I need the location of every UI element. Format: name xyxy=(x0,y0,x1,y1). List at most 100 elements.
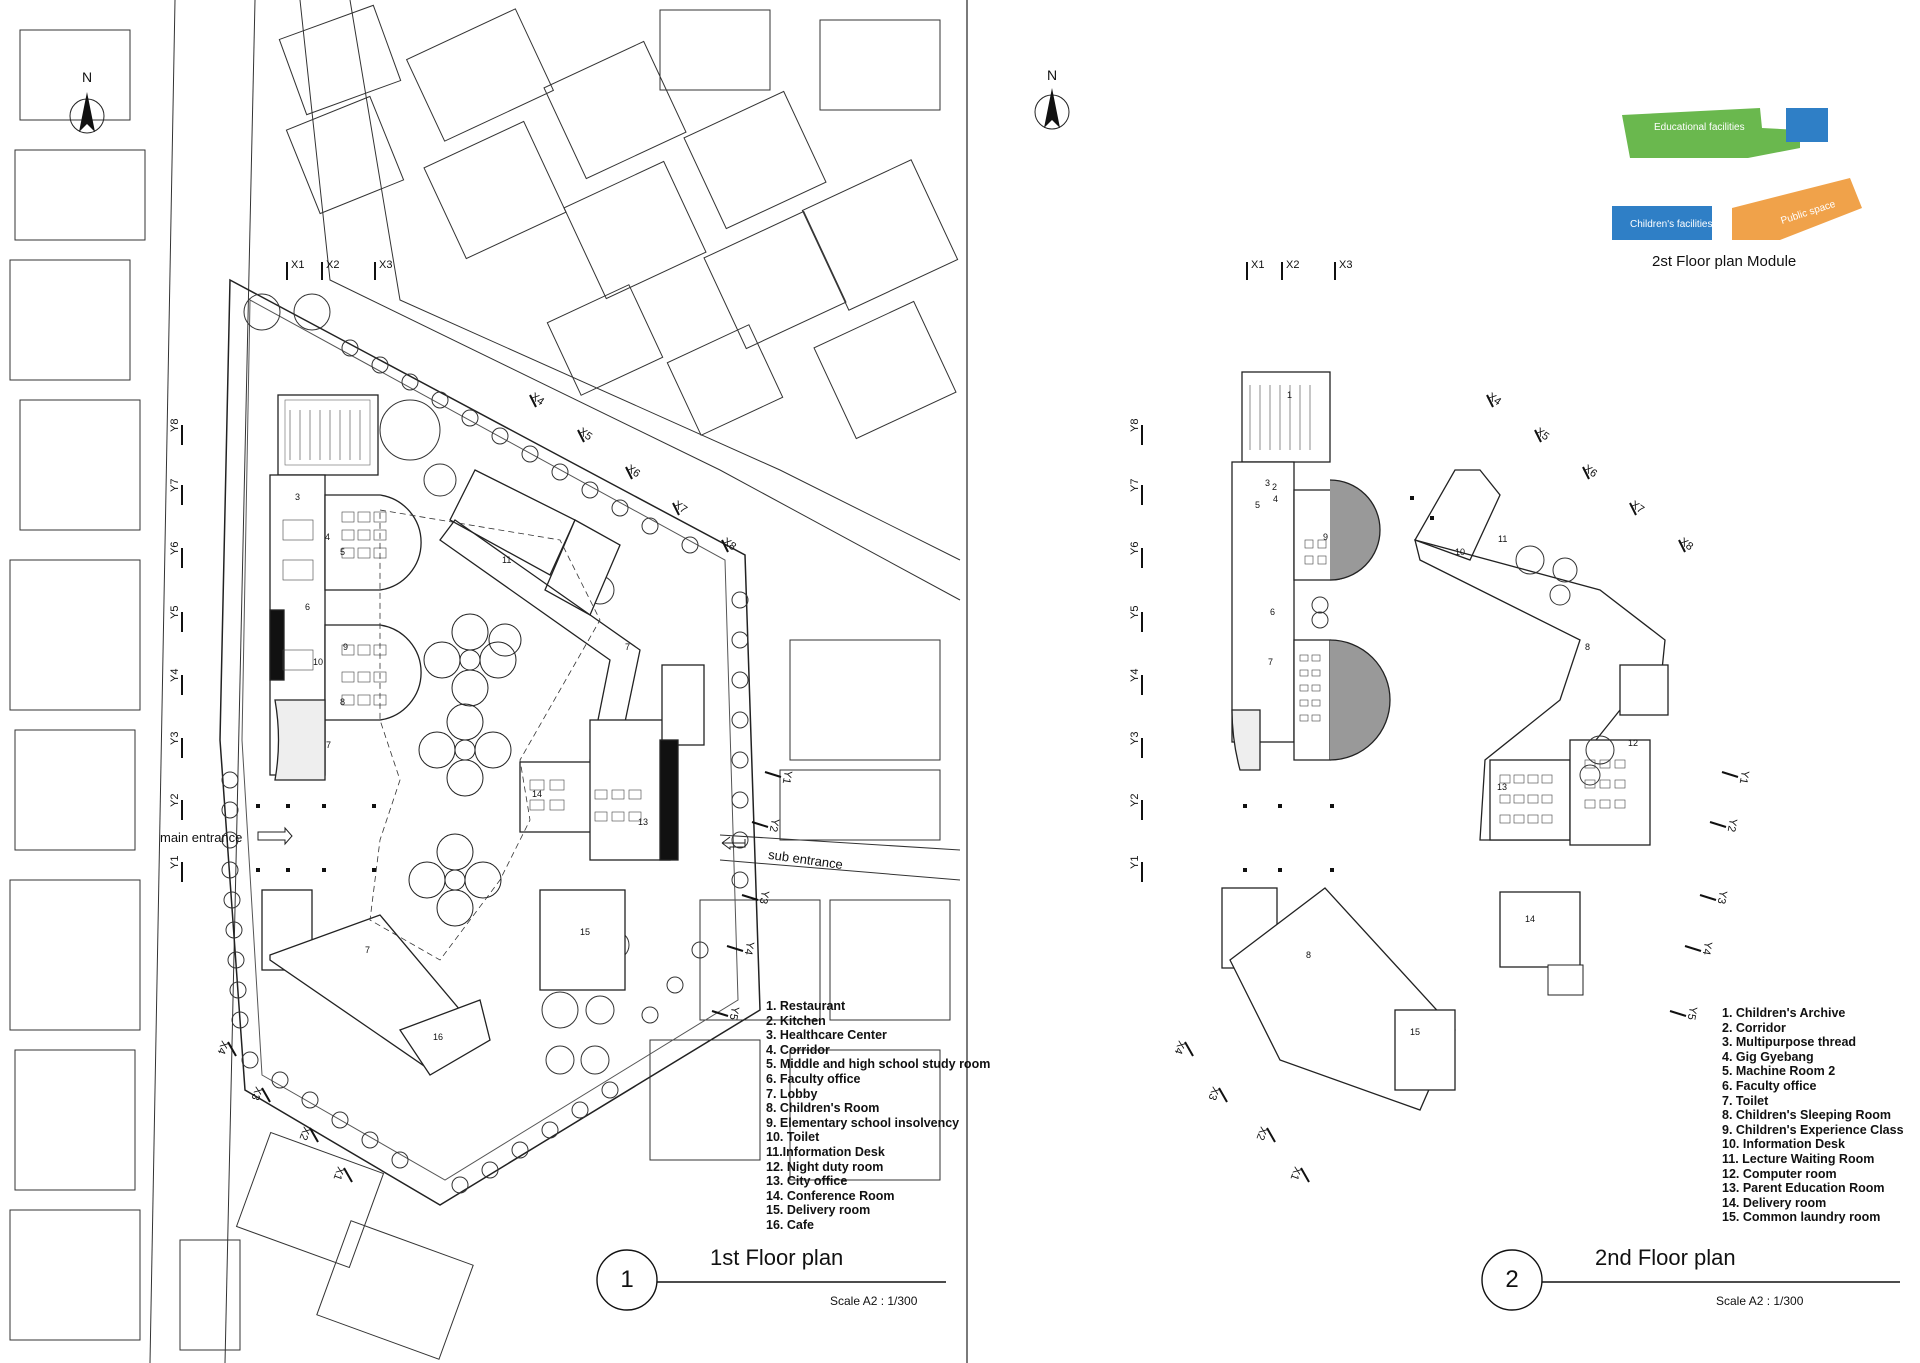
plan-number-circle-2 xyxy=(1481,1249,1543,1311)
svg-text:X1: X1 xyxy=(1251,259,1264,271)
building-delivery-1 xyxy=(539,889,626,991)
svg-text:X5: X5 xyxy=(576,426,594,444)
trees-2 xyxy=(1311,545,1615,786)
svg-text:X2: X2 xyxy=(326,259,339,271)
svg-text:X8: X8 xyxy=(1677,536,1695,554)
legend-item: 11. Lecture Waiting Room xyxy=(1722,1151,1875,1166)
svg-text:12: 12 xyxy=(1628,738,1638,748)
svg-text:Y6: Y6 xyxy=(169,542,181,555)
svg-text:1: 1 xyxy=(1287,390,1292,400)
svg-text:8: 8 xyxy=(1306,950,1311,960)
legend-item: 3. Multipurpose thread xyxy=(1722,1035,1857,1050)
svg-text:Y7: Y7 xyxy=(169,479,181,492)
north-arrow-1: N xyxy=(69,69,105,134)
svg-text:X6: X6 xyxy=(624,463,642,481)
legend-item: 6. Faculty office xyxy=(766,1071,861,1086)
north-label-1: N xyxy=(82,69,92,85)
svg-text:4: 4 xyxy=(1273,494,1278,504)
legend-item: 7. Lobby xyxy=(766,1086,818,1101)
module-title: 2st Floor plan Module xyxy=(1652,253,1797,270)
legend-item: 2. Corridor xyxy=(1722,1020,1786,1035)
legend-item: 10. Information Desk xyxy=(1722,1137,1845,1152)
svg-text:Y1: Y1 xyxy=(169,856,181,869)
legend-item: 11.Information Desk xyxy=(766,1144,885,1159)
svg-text:10: 10 xyxy=(313,657,323,667)
legend-item: 4. Corridor xyxy=(766,1042,830,1057)
column-dots-2 xyxy=(1243,496,1434,872)
svg-text:X2: X2 xyxy=(297,1125,313,1142)
svg-text:Y3: Y3 xyxy=(169,732,181,745)
legend-item: 12. Night duty room xyxy=(766,1159,884,1174)
plan-number-1: 1 xyxy=(620,1266,634,1293)
svg-text:X1: X1 xyxy=(331,1165,347,1182)
svg-text:Y4: Y4 xyxy=(742,940,756,955)
building-northeast-wing-1 xyxy=(439,469,641,771)
svg-text:X2: X2 xyxy=(1254,1125,1270,1142)
svg-text:X4: X4 xyxy=(215,1039,231,1056)
legend-item: 1. Restaurant xyxy=(766,999,846,1013)
entrance-arrows-1 xyxy=(257,826,746,850)
svg-text:7: 7 xyxy=(625,642,630,652)
svg-text:X7: X7 xyxy=(671,499,689,517)
legend-item: 2. Kitchen xyxy=(766,1013,826,1028)
svg-text:Y6: Y6 xyxy=(1129,542,1141,555)
svg-text:6: 6 xyxy=(305,602,310,612)
main-entrance-label: main entrance xyxy=(160,830,243,845)
svg-text:11: 11 xyxy=(502,555,511,565)
svg-text:10: 10 xyxy=(1455,547,1465,557)
legend-item: 7. Toilet xyxy=(1722,1093,1769,1108)
svg-text:15: 15 xyxy=(580,927,590,937)
svg-text:Y2: Y2 xyxy=(767,817,781,832)
legend-item: 14. Delivery room xyxy=(1722,1195,1827,1210)
building-south-wing-2 xyxy=(1221,887,1456,1111)
svg-text:X3: X3 xyxy=(249,1085,265,1102)
svg-text:4: 4 xyxy=(325,532,330,542)
room-grid-west-1 xyxy=(282,410,387,706)
plan-number-circle-1 xyxy=(596,1249,658,1311)
svg-text:9: 9 xyxy=(1323,532,1328,542)
courtyard-planters-1 xyxy=(408,613,522,927)
svg-text:2: 2 xyxy=(1272,482,1277,492)
plan-number-2: 2 xyxy=(1505,1266,1519,1293)
svg-text:7: 7 xyxy=(326,740,331,750)
building-delivery-2 xyxy=(1499,891,1581,968)
svg-text:Y3: Y3 xyxy=(1129,732,1141,745)
svg-text:Y4: Y4 xyxy=(169,669,181,682)
svg-text:11: 11 xyxy=(1498,534,1507,544)
plan-scale-1: Scale A2 : 1/300 xyxy=(830,1294,918,1308)
module-key: Educational facilities Children's facili… xyxy=(1612,108,1862,240)
legend-item: 8. Children's Room xyxy=(766,1101,880,1116)
svg-text:14: 14 xyxy=(1525,914,1535,924)
svg-text:X1: X1 xyxy=(1288,1165,1304,1182)
svg-text:Y5: Y5 xyxy=(727,1005,741,1020)
svg-text:3: 3 xyxy=(295,492,300,502)
legend-item: 9. Children's Experience Class xyxy=(1722,1122,1904,1137)
svg-text:Y1: Y1 xyxy=(1129,856,1141,869)
svg-text:8: 8 xyxy=(340,697,345,707)
svg-text:Y3: Y3 xyxy=(1715,889,1729,904)
svg-text:X6: X6 xyxy=(1581,463,1599,481)
context-buildings-1 xyxy=(9,0,961,1363)
building-east-wing-1 xyxy=(519,664,705,861)
legend-item: 15. Delivery room xyxy=(766,1203,871,1218)
svg-text:13: 13 xyxy=(1497,782,1507,792)
legend-item: 13. Parent Education Room xyxy=(1722,1181,1885,1196)
legend-item: 14. Conference Room xyxy=(766,1188,895,1203)
legend-item: 9. Elementary school insolvency xyxy=(766,1115,960,1130)
svg-text:Y4: Y4 xyxy=(1129,669,1141,682)
legend-item: 3. Healthcare Center xyxy=(766,1028,887,1043)
plan-title-1: 1st Floor plan xyxy=(710,1245,844,1270)
stair-2 xyxy=(1547,964,1584,996)
key-educational-shape xyxy=(1622,108,1800,158)
svg-text:9: 9 xyxy=(343,642,348,652)
svg-text:X1: X1 xyxy=(291,259,304,271)
svg-text:Y2: Y2 xyxy=(1129,794,1141,807)
svg-text:X3: X3 xyxy=(1339,259,1352,271)
svg-text:Y5: Y5 xyxy=(1685,1005,1699,1020)
svg-text:Y8: Y8 xyxy=(1129,419,1141,432)
svg-text:7: 7 xyxy=(1268,657,1273,667)
svg-text:Y5: Y5 xyxy=(169,606,181,619)
